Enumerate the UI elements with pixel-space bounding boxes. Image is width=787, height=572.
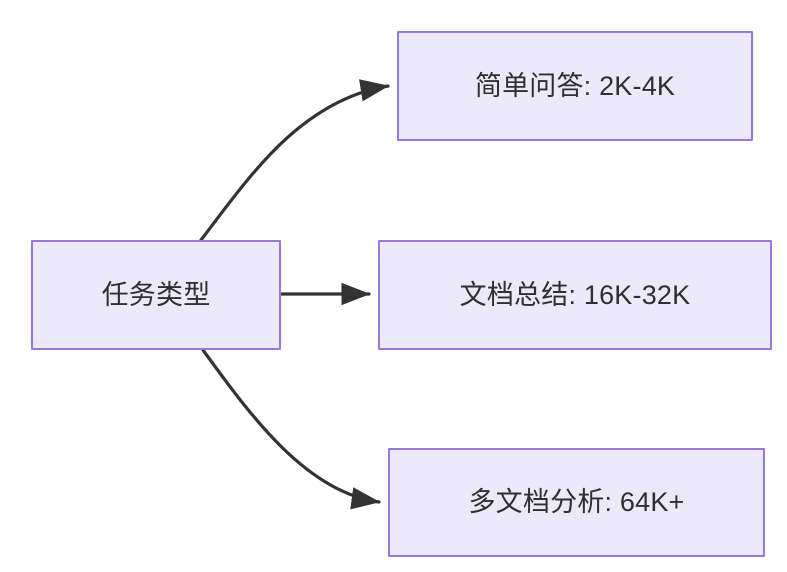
node-document-summary[interactable]: 文档总结: 16K-32K: [378, 240, 772, 350]
node-simple-qa-label: 简单问答: 2K-4K: [474, 70, 676, 101]
node-document-summary-label: 文档总结: 16K-32K: [459, 279, 691, 310]
node-task-type-label: 任务类型: [101, 279, 211, 310]
edge-root-to-multidoc: [201, 348, 381, 510]
edge-root-to-simple: [199, 79, 390, 242]
node-task-type[interactable]: 任务类型: [31, 240, 281, 350]
node-multi-document-analysis-label: 多文档分析: 64K+: [468, 487, 685, 518]
node-multi-document-analysis[interactable]: 多文档分析: 64K+: [388, 448, 765, 557]
node-simple-qa[interactable]: 简单问答: 2K-4K: [397, 31, 753, 141]
